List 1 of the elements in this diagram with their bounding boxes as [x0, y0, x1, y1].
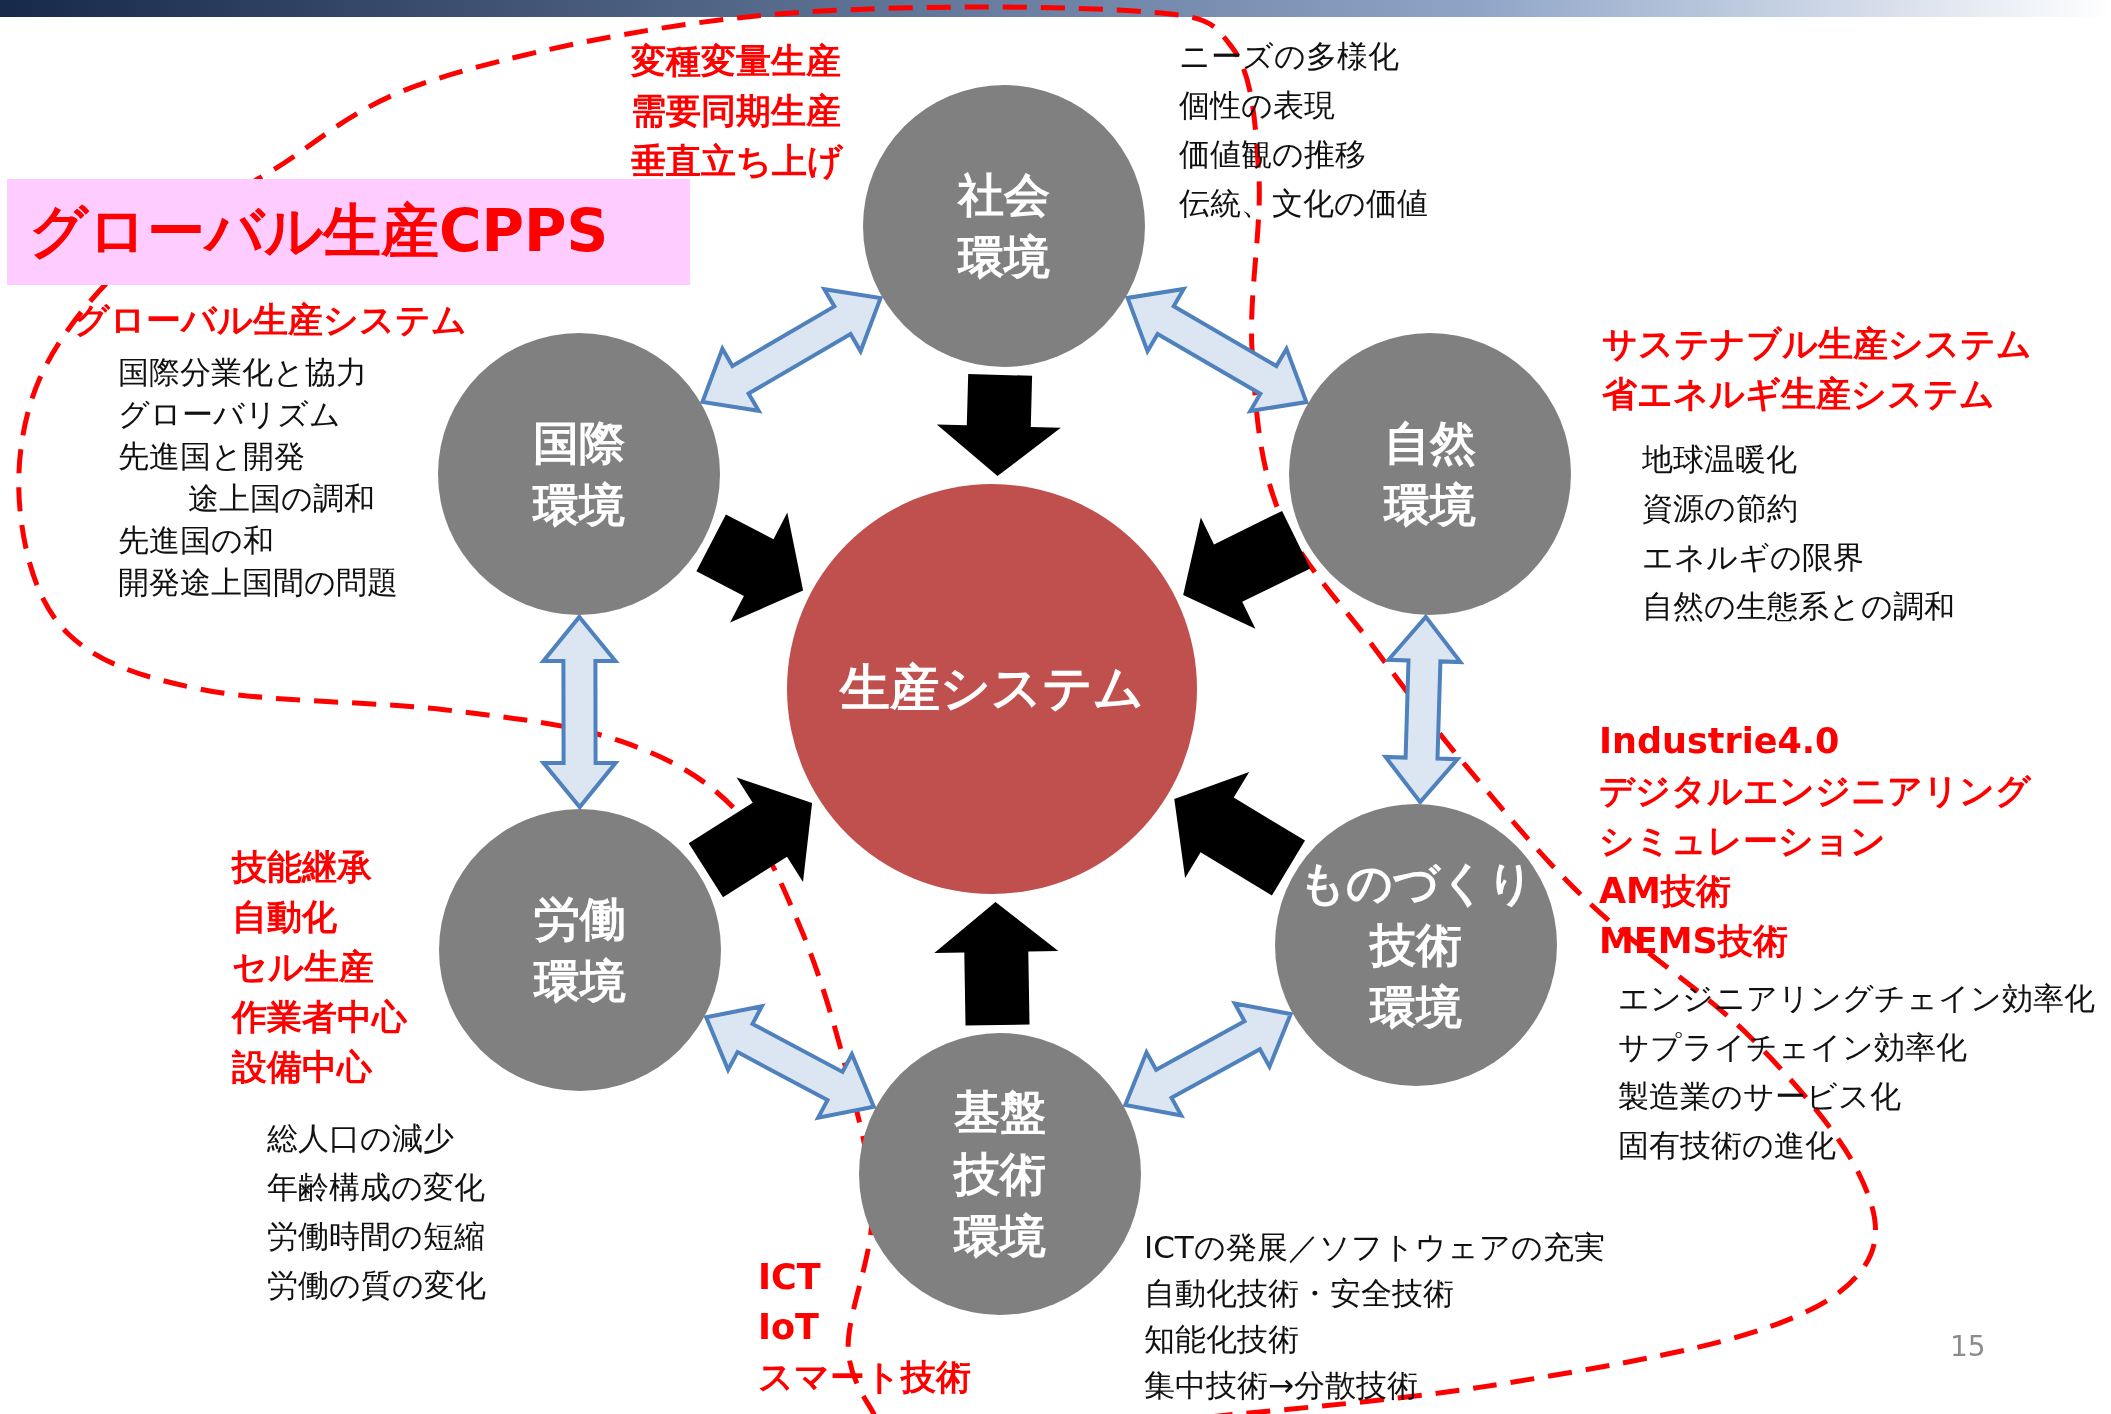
page-number: 15 [1950, 1330, 1986, 1364]
